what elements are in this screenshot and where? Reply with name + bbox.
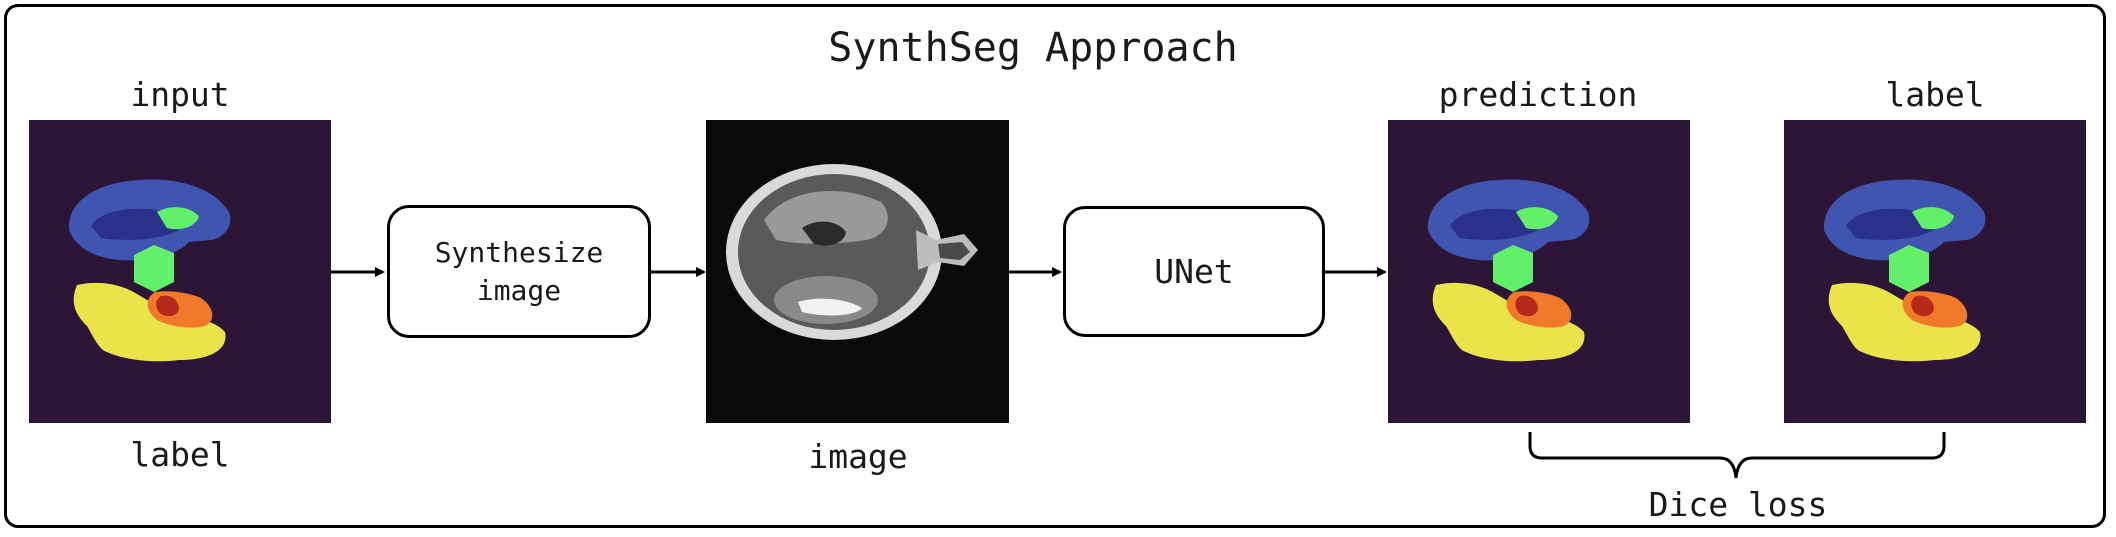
input-label-map — [29, 120, 331, 423]
dice-loss-brace — [1528, 432, 1946, 479]
synthetic-mri-image — [706, 120, 1009, 423]
ground-truth-label-map — [1784, 120, 2086, 423]
label-heading: label — [1885, 75, 1985, 114]
image-caption: image — [808, 437, 908, 476]
prediction-map — [1388, 120, 1690, 423]
synthesize-image-box: Synthesize image — [387, 205, 651, 338]
unet-box: UNet — [1063, 206, 1325, 337]
diagram-frame — [4, 4, 2106, 528]
input-label-caption: label — [130, 435, 230, 474]
dice-loss-caption: Dice loss — [1648, 485, 1828, 524]
prediction-heading: prediction — [1438, 75, 1638, 114]
segmentation-brain — [68, 179, 231, 362]
input-heading: input — [130, 75, 230, 114]
diagram-title: SynthSeg Approach — [828, 25, 1238, 71]
